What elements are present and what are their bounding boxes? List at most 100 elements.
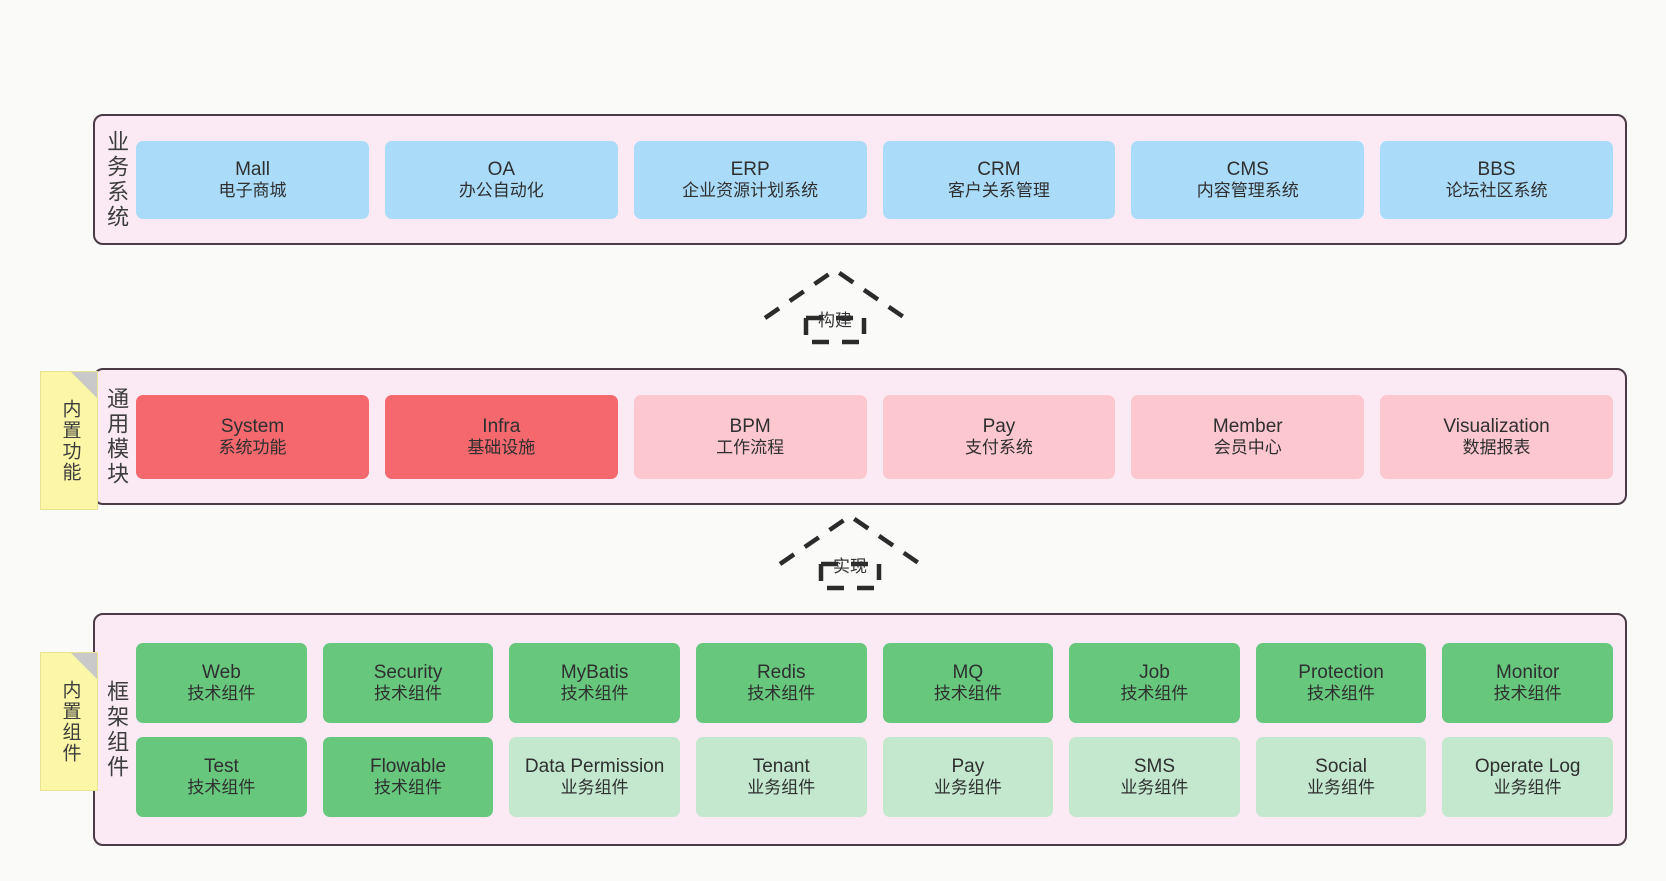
layer-title-common-module: 通用模块 <box>104 386 130 487</box>
connector-implement[interactable]: 实现 <box>775 508 925 591</box>
card-pay[interactable]: Pay 支付系统 <box>882 394 1116 479</box>
card-crm[interactable]: CRM 客户关系管理 <box>882 140 1116 219</box>
card-cms[interactable]: CMS 内容管理系统 <box>1131 140 1365 219</box>
folded-corner-icon <box>71 372 97 398</box>
card-flowable[interactable]: Flowable 技术组件 <box>322 736 494 817</box>
card-title-en: Member <box>1212 415 1283 437</box>
card-title-en: Mall <box>235 158 270 180</box>
card-title-en: Flowable <box>369 755 447 777</box>
card-title-cn: 内容管理系统 <box>1196 180 1299 200</box>
card-title-cn: 技术组件 <box>187 777 256 797</box>
card-title-cn: 技术组件 <box>1307 683 1376 703</box>
card-title-cn: 办公自动化 <box>458 180 544 200</box>
card-security[interactable]: Security 技术组件 <box>322 642 494 723</box>
card-monitor[interactable]: Monitor 技术组件 <box>1442 642 1613 723</box>
card-bpm[interactable]: BPM 工作流程 <box>633 394 867 479</box>
card-title-en: BPM <box>729 415 771 437</box>
connector-implement-label: 实现 <box>833 557 867 576</box>
card-protection[interactable]: Protection 技术组件 <box>1255 642 1427 723</box>
card-infra[interactable]: Infra 基础设施 <box>384 394 618 479</box>
connector-build-shape <box>763 267 907 345</box>
card-title-en: Pay <box>982 415 1016 437</box>
layer-body-business-system: Mall 电子商城 OA 办公自动化 ERP 企业资源计划系统 CRM 客户关系… <box>132 116 1625 243</box>
card-title-en: MQ <box>952 661 984 683</box>
card-mybatis[interactable]: MyBatis 技术组件 <box>509 642 680 723</box>
card-title-en: Redis <box>756 661 806 683</box>
connector-build[interactable]: 构建 <box>760 262 910 345</box>
card-title-cn: 技术组件 <box>374 683 442 703</box>
card-redis[interactable]: Redis 技术组件 <box>695 642 867 723</box>
card-title-en: Monitor <box>1495 661 1560 683</box>
folded-corner-icon <box>71 653 97 679</box>
sticky-note-builtin-function[interactable]: 内置功能 <box>40 371 98 510</box>
layer-business-system[interactable]: 业务系统 Mall 电子商城 OA 办公自动化 ERP 企业资源计划系统 CRM… <box>93 114 1627 245</box>
card-title-cn: 业务组件 <box>1120 777 1189 797</box>
card-erp[interactable]: ERP 企业资源计划系统 <box>633 140 867 219</box>
card-title-en: Operate Log <box>1474 755 1581 777</box>
card-web[interactable]: Web 技术组件 <box>136 642 307 723</box>
card-title-en: System <box>220 415 285 437</box>
sticky-note-label: 内置组件 <box>59 679 81 764</box>
card-oa[interactable]: OA 办公自动化 <box>384 140 618 219</box>
layer-title-business-system: 业务系统 <box>104 129 130 230</box>
card-test[interactable]: Test 技术组件 <box>136 736 307 817</box>
card-title-en: Job <box>1139 661 1170 683</box>
card-title-en: Social <box>1315 755 1367 777</box>
card-mq[interactable]: MQ 技术组件 <box>882 642 1054 723</box>
card-row: Mall 电子商城 OA 办公自动化 ERP 企业资源计划系统 CRM 客户关系… <box>136 140 1613 219</box>
card-title-cn: 企业资源计划系统 <box>682 180 819 200</box>
card-tenant[interactable]: Tenant 业务组件 <box>695 736 867 817</box>
card-title-en: ERP <box>730 158 770 180</box>
card-title-en: Infra <box>482 415 521 437</box>
card-data-permission[interactable]: Data Permission 业务组件 <box>509 736 680 817</box>
card-title-en: BBS <box>1477 158 1516 180</box>
card-title-cn: 工作流程 <box>716 437 785 457</box>
card-title-cn: 系统功能 <box>218 437 287 457</box>
card-pay-component[interactable]: Pay 业务组件 <box>882 736 1054 817</box>
card-title-en: CMS <box>1226 158 1269 180</box>
card-title-cn: 会员中心 <box>1213 437 1282 457</box>
card-system[interactable]: System 系统功能 <box>136 394 369 479</box>
card-title-cn: 基础设施 <box>467 437 536 457</box>
card-operate-log[interactable]: Operate Log 业务组件 <box>1442 736 1613 817</box>
card-title-en: Web <box>202 661 241 683</box>
card-title-en: MyBatis <box>560 661 629 683</box>
card-title-en: SMS <box>1133 755 1176 777</box>
card-title-en: Test <box>203 755 239 777</box>
card-title-en: CRM <box>977 158 1021 180</box>
card-title-cn: 技术组件 <box>747 683 816 703</box>
card-title-en: Security <box>373 661 443 683</box>
card-title-en: Pay <box>951 755 985 777</box>
card-job[interactable]: Job 技术组件 <box>1069 642 1240 723</box>
card-title-en: Visualization <box>1443 415 1550 437</box>
card-sms[interactable]: SMS 业务组件 <box>1069 736 1240 817</box>
sticky-note-label: 内置功能 <box>59 398 81 483</box>
layer-title-framework-component: 框架组件 <box>104 679 130 780</box>
card-member[interactable]: Member 会员中心 <box>1131 394 1365 479</box>
card-title-cn: 业务组件 <box>1493 777 1562 797</box>
card-row: Test 技术组件 Flowable 技术组件 Data Permission … <box>136 736 1613 817</box>
card-title-en: OA <box>487 158 516 180</box>
card-title-cn: 技术组件 <box>187 683 256 703</box>
card-title-cn: 支付系统 <box>964 437 1033 457</box>
card-bbs[interactable]: BBS 论坛社区系统 <box>1380 140 1613 219</box>
layer-common-module[interactable]: 通用模块 System 系统功能 Infra 基础设施 BPM 工作流程 Pay… <box>93 368 1627 505</box>
card-row: System 系统功能 Infra 基础设施 BPM 工作流程 Pay 支付系统… <box>136 394 1613 479</box>
sticky-note-builtin-component[interactable]: 内置组件 <box>40 652 98 791</box>
layer-body-common-module: System 系统功能 Infra 基础设施 BPM 工作流程 Pay 支付系统… <box>132 370 1625 503</box>
card-title-cn: 业务组件 <box>933 777 1002 797</box>
layer-framework-component[interactable]: 框架组件 Web 技术组件 Security 技术组件 MyBatis 技术组件… <box>93 613 1627 846</box>
card-title-cn: 论坛社区系统 <box>1445 180 1548 200</box>
card-title-cn: 电子商城 <box>218 180 287 200</box>
card-title-en: Protection <box>1298 661 1384 683</box>
card-mall[interactable]: Mall 电子商城 <box>136 140 369 219</box>
card-title-en: Data Permission <box>524 755 665 777</box>
card-title-cn: 数据报表 <box>1462 437 1531 457</box>
card-title-cn: 技术组件 <box>933 683 1002 703</box>
card-title-cn: 技术组件 <box>560 683 629 703</box>
card-social[interactable]: Social 业务组件 <box>1255 736 1427 817</box>
layer-body-framework-component: Web 技术组件 Security 技术组件 MyBatis 技术组件 Redi… <box>132 615 1625 844</box>
card-visualization[interactable]: Visualization 数据报表 <box>1380 394 1613 479</box>
card-row: Web 技术组件 Security 技术组件 MyBatis 技术组件 Redi… <box>136 642 1613 723</box>
